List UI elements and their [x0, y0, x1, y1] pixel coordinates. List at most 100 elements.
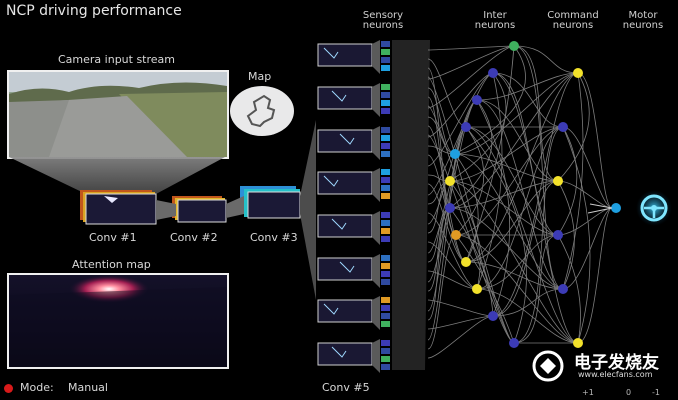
- feature-projection: [372, 339, 380, 373]
- inter-header: Inter neurons: [460, 11, 530, 31]
- inter-neuron: [509, 41, 519, 51]
- sensory-neuron: [381, 340, 390, 346]
- scale-zero: 0: [626, 388, 632, 397]
- sensory-neuron: [381, 356, 390, 362]
- motor-header-line2: neurons: [622, 20, 664, 31]
- sensory-neuron: [381, 321, 390, 327]
- motor-header: Motor neurons: [608, 11, 678, 31]
- sensory-neuron: [381, 185, 390, 191]
- command-neuron: [558, 122, 568, 132]
- mode-indicator-dot: [4, 384, 13, 393]
- sensory-neuron: [381, 348, 390, 354]
- inter-header-line1: Inter: [483, 10, 507, 21]
- sensory-neuron: [381, 100, 390, 106]
- conv5-feature-maps: [317, 40, 380, 373]
- sensory-neuron: [381, 364, 390, 370]
- sensory-neuron: [381, 177, 390, 183]
- sensory-neuron: [381, 228, 390, 234]
- conv5-feature-map: [317, 342, 373, 366]
- camera-label: Camera input stream: [58, 53, 176, 66]
- command-header-line2: neurons: [552, 20, 594, 31]
- conv2-stack: [172, 196, 227, 223]
- sensory-neuron: [381, 84, 390, 90]
- feature-map-activation: [331, 90, 347, 102]
- sensory-neuron: [381, 236, 390, 242]
- sensory-neuron: [381, 271, 390, 277]
- sensory-header-line1: Sensory: [362, 10, 404, 21]
- synapse-connections: [427, 45, 613, 359]
- steering-wheel-icon: [636, 190, 672, 226]
- conv5-feature-map: [317, 214, 373, 238]
- sensory-neuron: [381, 65, 390, 71]
- sensory-neuron: [381, 151, 390, 157]
- feature-projection: [372, 211, 380, 245]
- conv1-stack: [80, 190, 157, 225]
- scale-minus-one: -1: [652, 388, 660, 397]
- conv5-feature-map: [317, 299, 373, 323]
- inter-neuron: [451, 230, 461, 240]
- inter-neurons: [445, 41, 519, 348]
- sensory-neuron: [381, 220, 390, 226]
- inter-neuron: [472, 95, 482, 105]
- command-neurons: [553, 68, 583, 348]
- inter-header-line2: neurons: [474, 20, 516, 31]
- feature-map-activation: [323, 175, 339, 187]
- sensory-neuron: [381, 57, 390, 63]
- feature-map-activation: [339, 133, 355, 145]
- sensory-neuron: [381, 127, 390, 133]
- inter-neuron: [461, 122, 471, 132]
- conv2-label: Conv #2: [170, 231, 218, 244]
- feature-projection: [372, 40, 380, 74]
- inter-neuron: [445, 203, 455, 213]
- conv5-feature-map: [317, 257, 373, 281]
- sensory-neuron: [381, 313, 390, 319]
- inter-neuron: [509, 338, 519, 348]
- sensory-neuron: [381, 297, 390, 303]
- command-neuron: [558, 284, 568, 294]
- attention-map-frame: [7, 273, 229, 369]
- map-thumbnail: [230, 86, 294, 136]
- feature-map-activation: [323, 303, 339, 315]
- inter-neuron: [461, 257, 471, 267]
- command-neuron: [553, 176, 563, 186]
- inter-neuron: [488, 68, 498, 78]
- sensory-neuron: [381, 212, 390, 218]
- conv3-label: Conv #3: [250, 231, 298, 244]
- conv5-label: Conv #5: [322, 381, 370, 394]
- sensory-neuron: [381, 49, 390, 55]
- sensory-neuron: [381, 169, 390, 175]
- sensory-neuron: [381, 279, 390, 285]
- inter-neuron: [472, 284, 482, 294]
- sensory-neuron: [381, 92, 390, 98]
- watermark-text: 电子发烧友: [574, 353, 659, 373]
- feature-map-activation: [323, 47, 339, 59]
- inter-neuron: [488, 311, 498, 321]
- conv5-feature-map: [317, 129, 373, 153]
- command-neuron: [573, 338, 583, 348]
- motor-header-line1: Motor: [628, 10, 658, 21]
- sensory-neuron: [381, 263, 390, 269]
- conv5-feature-map: [317, 43, 373, 67]
- camera-projection: [9, 157, 225, 194]
- feature-projection: [372, 168, 380, 202]
- sensory-neuron: [381, 143, 390, 149]
- feature-projection: [372, 254, 380, 288]
- sensory-neuron: [381, 305, 390, 311]
- feature-map-activation: [331, 218, 347, 230]
- inter-neuron: [445, 176, 455, 186]
- mode-label: Mode:: [20, 381, 54, 394]
- inter-neuron: [450, 149, 460, 159]
- conv1-label: Conv #1: [89, 231, 137, 244]
- sensory-neuron: [381, 193, 390, 199]
- mode-value: Manual: [68, 381, 108, 394]
- watermark-logo: 电子发烧友 www.elecfans.com: [530, 346, 670, 386]
- sensory-neuron: [381, 135, 390, 141]
- command-header: Command neurons: [538, 11, 608, 31]
- conv3-stack: [240, 186, 301, 219]
- motor-neuron: [611, 203, 621, 213]
- sensory-neuron: [381, 108, 390, 114]
- map-label: Map: [248, 70, 272, 83]
- attention-label: Attention map: [72, 258, 151, 271]
- feature-projection: [372, 126, 380, 160]
